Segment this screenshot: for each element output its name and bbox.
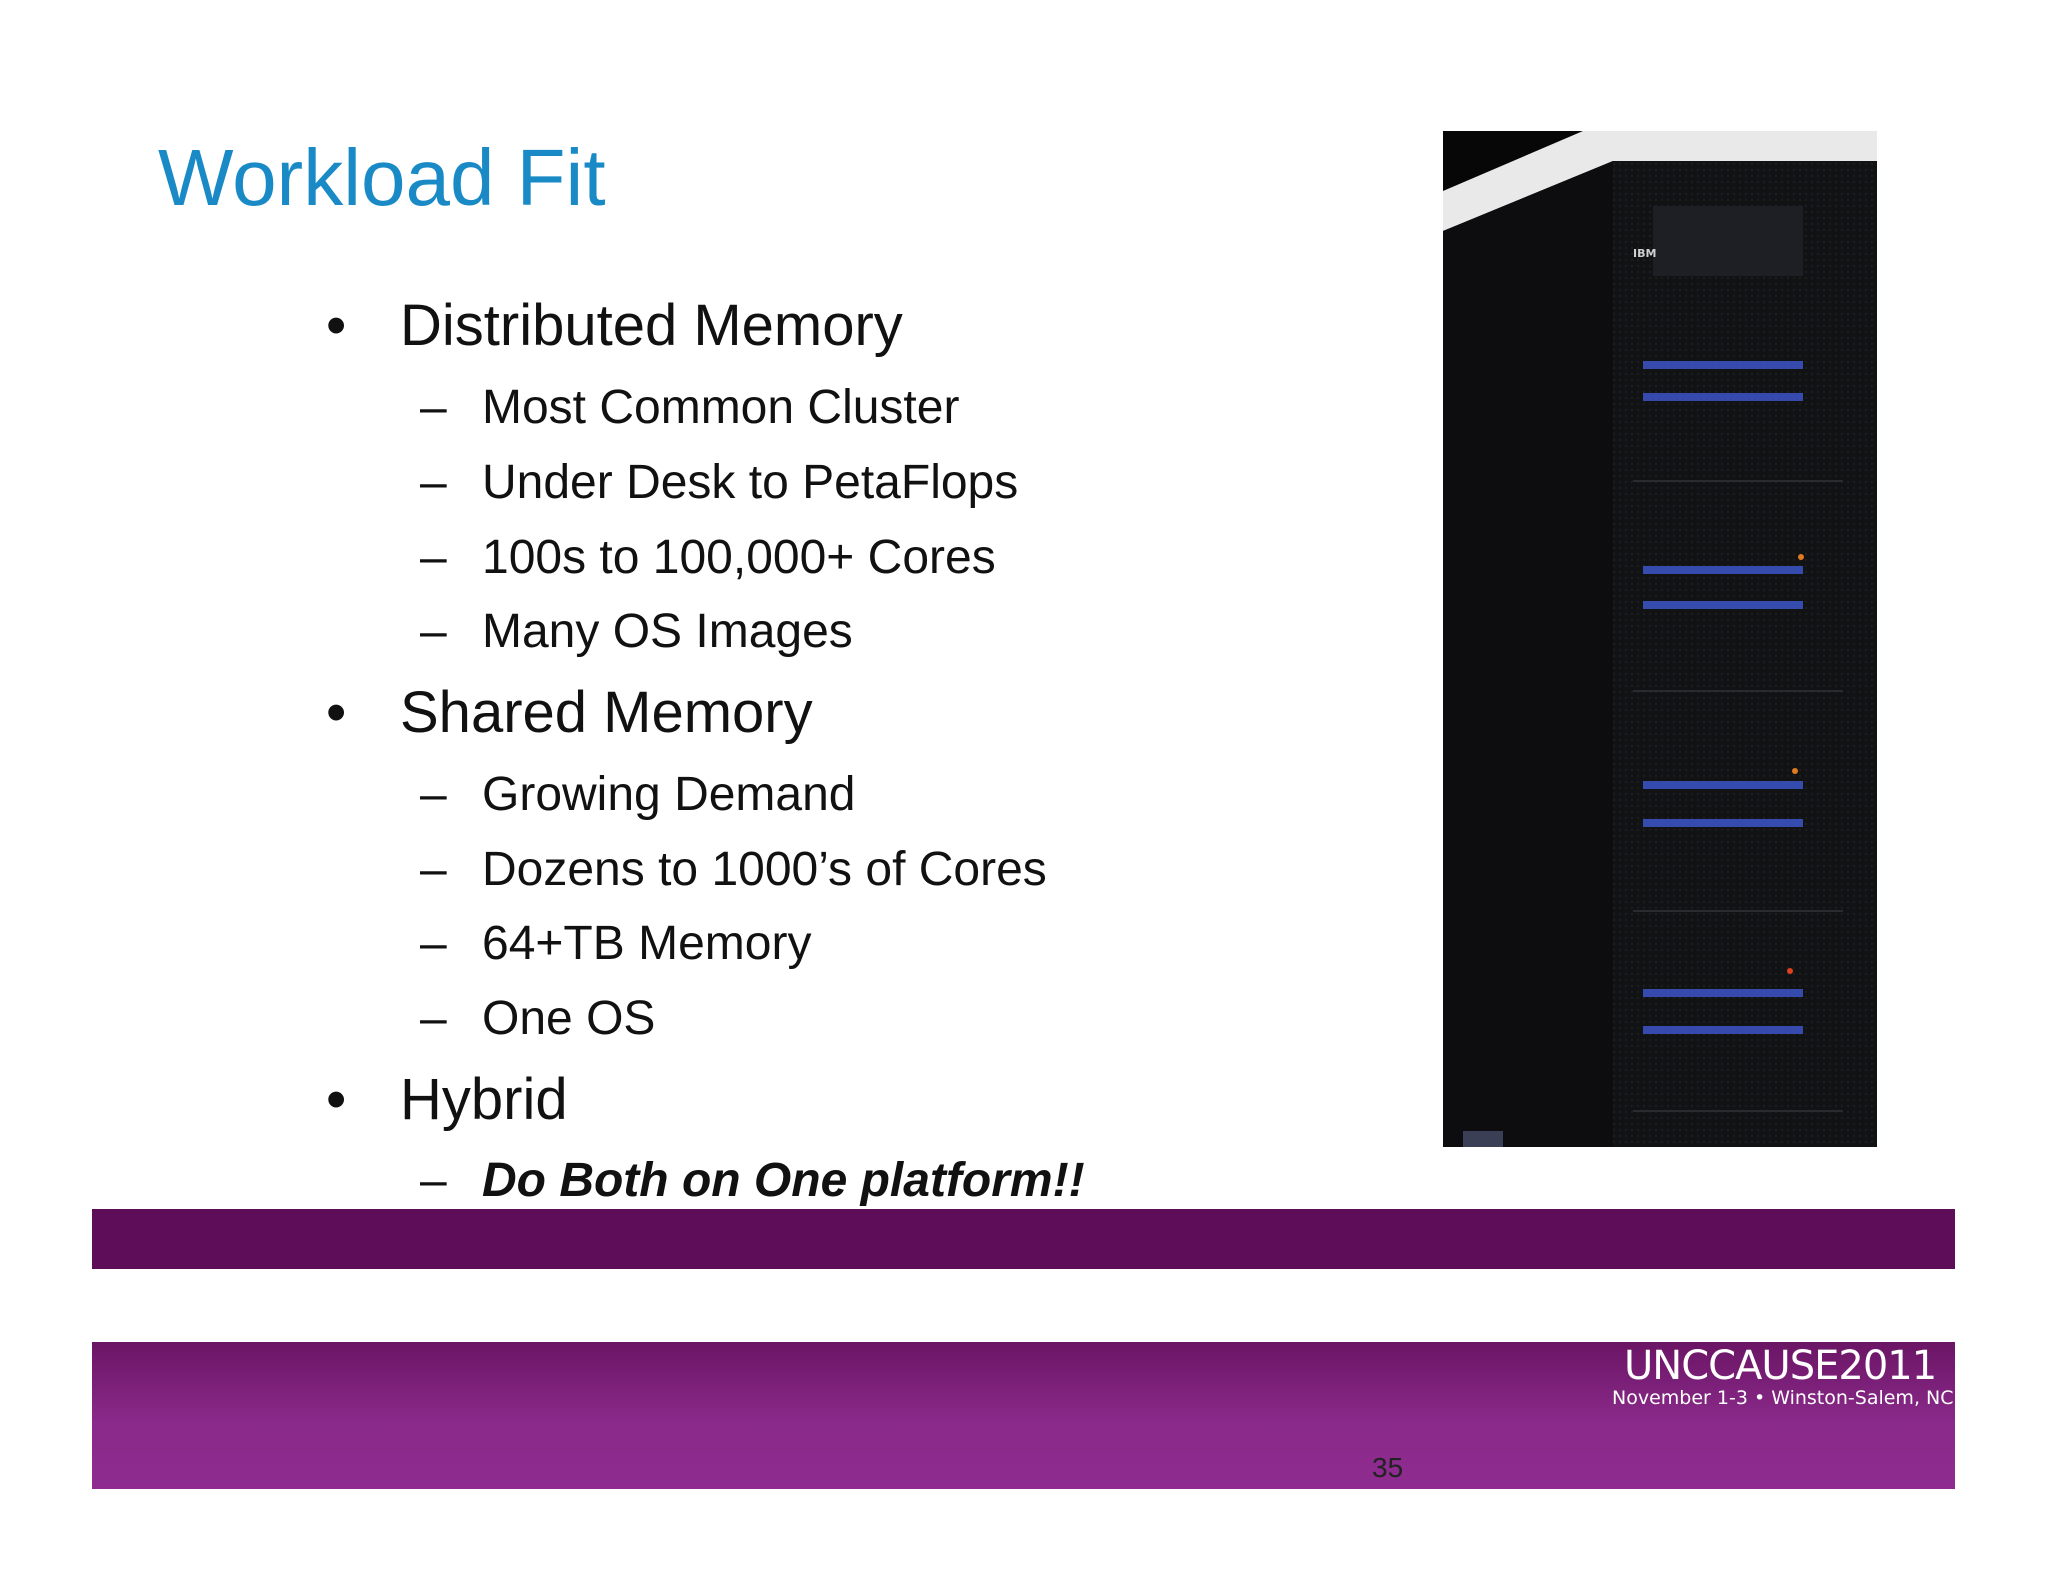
dash-marker: –: [420, 605, 447, 658]
sub-bullet-text: 100s to 100,000+ Cores: [482, 531, 996, 584]
sub-bullet-item: –Most Common Cluster: [420, 380, 959, 435]
ibm-logo: IBM: [1633, 247, 1656, 260]
sub-bullet-text: Many OS Images: [482, 605, 853, 658]
bullet-text: Distributed Memory: [400, 293, 903, 358]
sub-bullet-item: –One OS: [420, 991, 655, 1046]
conference-name: UNCCAUSE2011: [1624, 1343, 1937, 1389]
sub-bullet-text: Dozens to 1000’s of Cores: [482, 843, 1047, 896]
sub-bullet-item: –Do Both on One platform!!: [420, 1153, 1085, 1208]
dash-marker: –: [420, 381, 447, 434]
bullet-marker: •: [326, 1067, 347, 1132]
bullet-marker: •: [326, 293, 347, 358]
dash-marker: –: [420, 917, 447, 970]
sub-bullet-item: –Under Desk to PetaFlops: [420, 455, 1018, 510]
dash-marker: –: [420, 992, 447, 1045]
bullet-item: • Distributed Memory: [326, 292, 903, 359]
sub-bullet-text: Growing Demand: [482, 768, 856, 821]
sub-bullet-text-emphasis: Do Both on One platform!!: [482, 1154, 1085, 1207]
sub-bullet-item: –Dozens to 1000’s of Cores: [420, 842, 1047, 897]
conference-logo: UNCCAUSE2011 November 1-3 • Winston-Sale…: [1612, 1344, 1954, 1409]
page-number: 35: [1372, 1452, 1404, 1483]
sub-bullet-text: Under Desk to PetaFlops: [482, 456, 1019, 509]
server-rack-photo: IBM: [1443, 131, 1877, 1147]
bullet-text: Hybrid: [400, 1067, 568, 1132]
sub-bullet-text: One OS: [482, 992, 656, 1045]
sub-bullet-item: –64+TB Memory: [420, 916, 811, 971]
sub-bullet-item: –100s to 100,000+ Cores: [420, 530, 996, 585]
dash-marker: –: [420, 456, 447, 509]
footer-band-bottom: [92, 1342, 1955, 1489]
conference-details: November 1-3 • Winston-Salem, NC: [1612, 1387, 1954, 1409]
dash-marker: –: [420, 1154, 447, 1207]
bullet-text: Shared Memory: [400, 680, 813, 745]
footer-band-top: [92, 1209, 1955, 1269]
sub-bullet-text: Most Common Cluster: [482, 381, 960, 434]
dash-marker: –: [420, 531, 447, 584]
slide-title: Workload Fit: [158, 133, 606, 222]
bullet-item: • Hybrid: [326, 1066, 568, 1133]
dash-marker: –: [420, 843, 447, 896]
sub-bullet-text: 64+TB Memory: [482, 917, 812, 970]
server-rack-image: IBM: [1443, 131, 1877, 1147]
bullet-marker: •: [326, 680, 347, 745]
bullet-item: • Shared Memory: [326, 679, 813, 746]
sub-bullet-item: –Many OS Images: [420, 604, 853, 659]
sub-bullet-item: –Growing Demand: [420, 767, 856, 822]
dash-marker: –: [420, 768, 447, 821]
